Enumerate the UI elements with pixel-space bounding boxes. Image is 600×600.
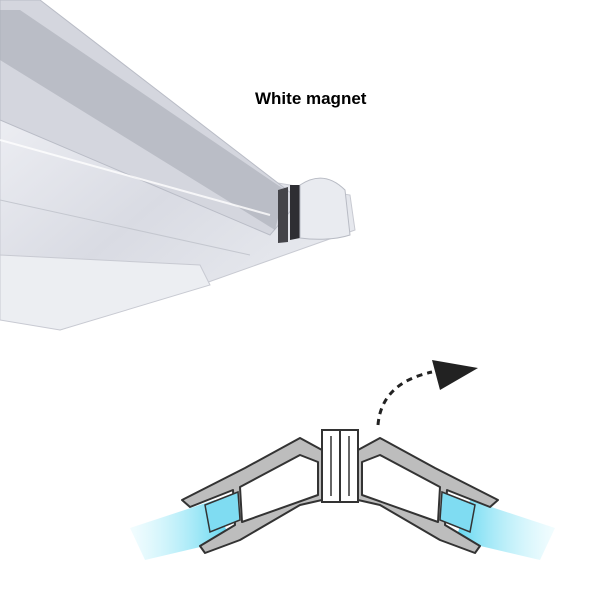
caption-white-magnet: White magnet (255, 89, 367, 108)
magnet-strip-left (290, 185, 300, 240)
profile-photo (0, 0, 356, 331)
magnet-strip-right (278, 187, 288, 243)
hinge-diagram (130, 360, 555, 560)
dashed-rotation-arrow-icon (376, 360, 478, 426)
